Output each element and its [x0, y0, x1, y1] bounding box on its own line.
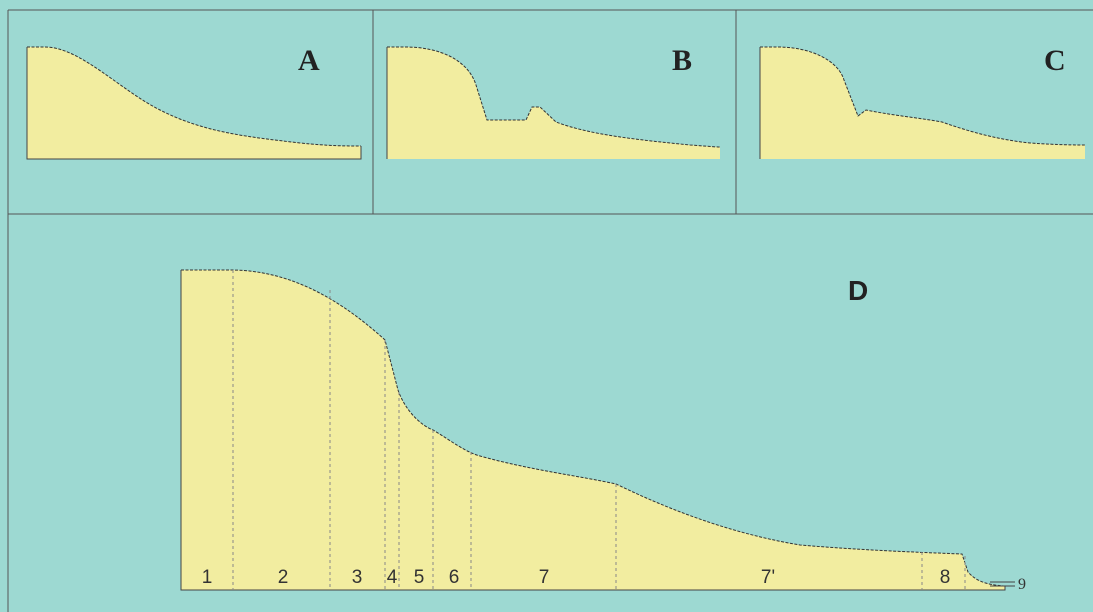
panel-b-profile-edge: [387, 46, 721, 148]
zone-label-7: 7: [539, 567, 550, 588]
zone-label-8: 8: [940, 567, 951, 588]
panel-a-profile-base: [26, 47, 362, 160]
zone-label-6: 6: [449, 567, 460, 588]
panel-d-profile: [181, 270, 1005, 590]
panel-a-profile: [27, 47, 361, 159]
zone-label-9: 9: [1018, 576, 1026, 593]
panel-a-label: A: [298, 44, 320, 77]
panel-c: C: [759, 44, 1086, 159]
panel-a: A: [26, 44, 362, 160]
panel-d-label: D: [848, 275, 868, 306]
panel-b-profile: [387, 47, 720, 159]
zone-label-5: 5: [414, 567, 425, 588]
zone-label-3: 3: [352, 567, 363, 588]
zone-label-2: 2: [278, 567, 289, 588]
zone-label-4: 4: [387, 567, 398, 588]
panel-d-profile-edge: [181, 269, 1006, 587]
zone-label-7-prime: 7': [761, 567, 775, 588]
panel-c-label: C: [1044, 44, 1066, 77]
zone-label-1: 1: [202, 567, 213, 588]
panel-c-profile-edge: [760, 46, 1086, 146]
panel-b-label: B: [672, 44, 692, 77]
panel-d: 1 2 3 4 5 6 7 7' 8 9 D: [180, 269, 1026, 593]
panel-a-profile-edge: [27, 46, 362, 147]
panel-d-profile-base: [180, 270, 1006, 591]
panel-c-profile: [760, 47, 1085, 159]
panel-b: B: [386, 44, 721, 159]
